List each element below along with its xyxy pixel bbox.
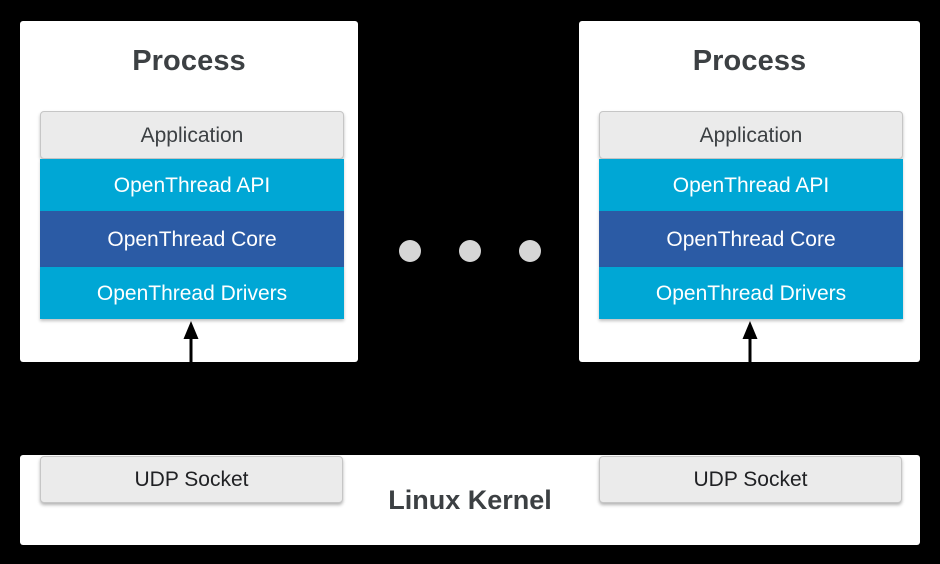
linux-kernel-label: Linux Kernel	[388, 485, 552, 515]
layer-openthread-core-right-label: OpenThread Core	[666, 227, 836, 251]
layer-openthread-drivers-left-label: OpenThread Drivers	[96, 281, 288, 305]
arrow-up-icon-left	[183, 321, 199, 364]
process-title-left: Process	[132, 45, 246, 77]
layer-openthread-core-left[interactable]: OpenThread Core	[40, 211, 344, 267]
layer-application-right[interactable]: Application	[599, 111, 903, 159]
process-panel-left: Process Application OpenThread API OpenT…	[20, 21, 358, 362]
layer-openthread-drivers-left[interactable]: OpenThread Drivers	[40, 267, 344, 319]
layer-openthread-drivers-right-label: OpenThread Drivers	[655, 281, 847, 305]
layer-openthread-api-right[interactable]: OpenThread API	[599, 159, 903, 211]
layer-application-right-label: Application	[699, 123, 803, 147]
arrow-up-icon-right	[742, 321, 758, 364]
ellipsis-dot-icon-1	[399, 240, 421, 262]
layer-openthread-api-right-label: OpenThread API	[672, 173, 830, 197]
udp-socket-right[interactable]: UDP Socket	[599, 456, 902, 503]
layer-openthread-api-left[interactable]: OpenThread API	[40, 159, 344, 211]
layer-openthread-core-left-label: OpenThread Core	[107, 227, 277, 251]
ellipsis-dot-icon-2	[459, 240, 481, 262]
ellipsis-dot-icon-3	[519, 240, 541, 262]
udp-socket-right-label: UDP Socket	[693, 467, 808, 491]
udp-socket-left[interactable]: UDP Socket	[40, 456, 343, 503]
layer-openthread-core-right[interactable]: OpenThread Core	[599, 211, 903, 267]
layer-application-left-label: Application	[140, 123, 244, 147]
layer-openthread-drivers-right[interactable]: OpenThread Drivers	[599, 267, 903, 319]
linux-kernel-bar: UDP Socket Linux Kernel UDP Socket	[20, 455, 920, 545]
process-panel-right: Process Application OpenThread API OpenT…	[579, 21, 920, 362]
process-title-right: Process	[692, 45, 807, 77]
udp-socket-left-label: UDP Socket	[134, 467, 249, 491]
layer-openthread-api-left-label: OpenThread API	[113, 173, 271, 197]
layer-application-left[interactable]: Application	[40, 111, 344, 159]
